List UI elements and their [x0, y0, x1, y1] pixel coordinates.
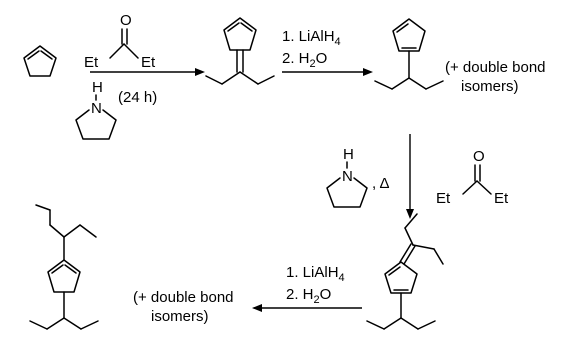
- step2-reagent-line2: 2. H2O: [282, 50, 327, 70]
- heat-label: , Δ: [372, 175, 390, 192]
- pyrrolidine-n-label: N: [91, 100, 102, 117]
- step4-reagent-line2: 2. H2O: [286, 286, 331, 306]
- reaction-time-label: (24 h): [118, 89, 157, 106]
- pentanone-ethyl-right-label-2: Et: [494, 190, 509, 207]
- isomers-note-2-line2: isomers): [151, 308, 209, 325]
- isomers-note-1-line2: isomers): [461, 78, 519, 95]
- pyrrolidine-catalyst-step3: H N: [326, 146, 368, 208]
- reaction-arrow-2: [282, 68, 373, 76]
- isomers-note-1-line1: (+ double bond: [445, 59, 546, 76]
- isomers-note-2-line1: (+ double bond: [133, 289, 234, 306]
- substituted-fulvene-structure: [366, 213, 444, 330]
- pentanone-oxygen-label: O: [120, 12, 132, 29]
- reaction-arrow-1: [90, 68, 205, 76]
- cyclopentadiene-structure: [23, 45, 57, 77]
- step4-reagent-line1: 1. LiAlH4: [286, 264, 345, 284]
- pentanone-oxygen-label-2: O: [473, 148, 485, 165]
- diethylfulvene-structure: [205, 17, 275, 85]
- pentanone-reagent-step3: O Et Et: [436, 148, 509, 207]
- reaction-arrow-3: [406, 134, 414, 219]
- reaction-arrow-4: [252, 304, 362, 312]
- pyrrolidine-h-label: H: [92, 79, 103, 96]
- pentanone-ethyl-right-label: Et: [141, 54, 156, 71]
- bis-pentylcyclopentadiene-structure: [29, 204, 99, 330]
- step2-reagent-line1: 1. LiAlH4: [282, 28, 341, 48]
- pentylcyclopentadiene-structure: [374, 18, 444, 90]
- pentanone-ethyl-left-label-2: Et: [436, 190, 451, 207]
- pentanone-reagent-step1: O Et Et: [84, 12, 156, 71]
- pentanone-ethyl-left-label: Et: [84, 54, 99, 71]
- pyrrolidine-catalyst-step1: H N: [75, 79, 117, 140]
- pyrrolidine-h-label-2: H: [343, 146, 354, 163]
- pyrrolidine-n-label-2: N: [342, 168, 353, 185]
